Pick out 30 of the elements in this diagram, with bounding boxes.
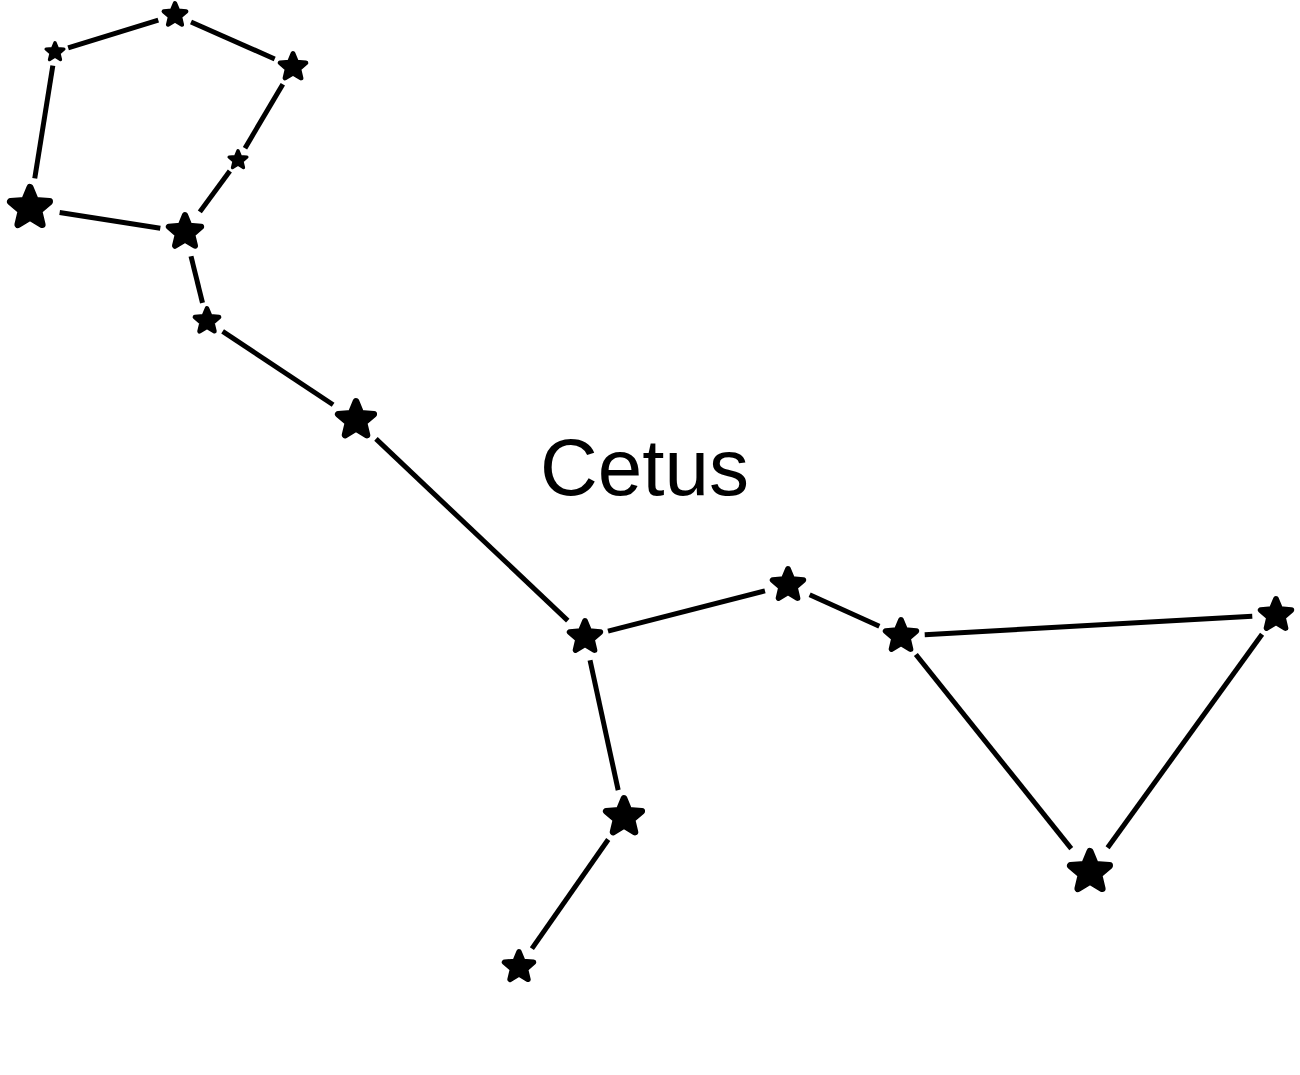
constellation-line: [190, 19, 276, 62]
constellation-line: [529, 838, 611, 950]
constellation-line: [913, 652, 1074, 851]
star-icon: [501, 949, 537, 985]
constellation-line: [242, 82, 285, 150]
constellation-line: [924, 613, 1253, 638]
constellation-line: [587, 659, 621, 791]
star-icon: [566, 618, 604, 656]
star-icon: [192, 306, 222, 336]
constellation-line: [221, 329, 335, 407]
constellation-line: [188, 255, 205, 304]
constellation-name: Cetus: [540, 428, 749, 508]
constellation-line: [67, 17, 159, 51]
constellation-line: [59, 210, 161, 231]
star-icon: [161, 1, 189, 29]
constellation-line: [32, 65, 56, 179]
star-icon: [769, 566, 807, 604]
star-icon: [882, 617, 920, 655]
star-icon: [1257, 596, 1295, 634]
star-icon: [602, 795, 646, 839]
star-icon: [277, 51, 309, 83]
star-icon: [334, 398, 378, 442]
constellation-line: [808, 592, 881, 629]
constellation-line: [1105, 632, 1265, 850]
constellation-line: [197, 169, 232, 214]
star-icon: [165, 212, 205, 252]
star-icon: [227, 149, 249, 171]
constellation-line: [374, 437, 570, 623]
star-icon: [44, 41, 66, 63]
constellation-line: [607, 588, 766, 634]
